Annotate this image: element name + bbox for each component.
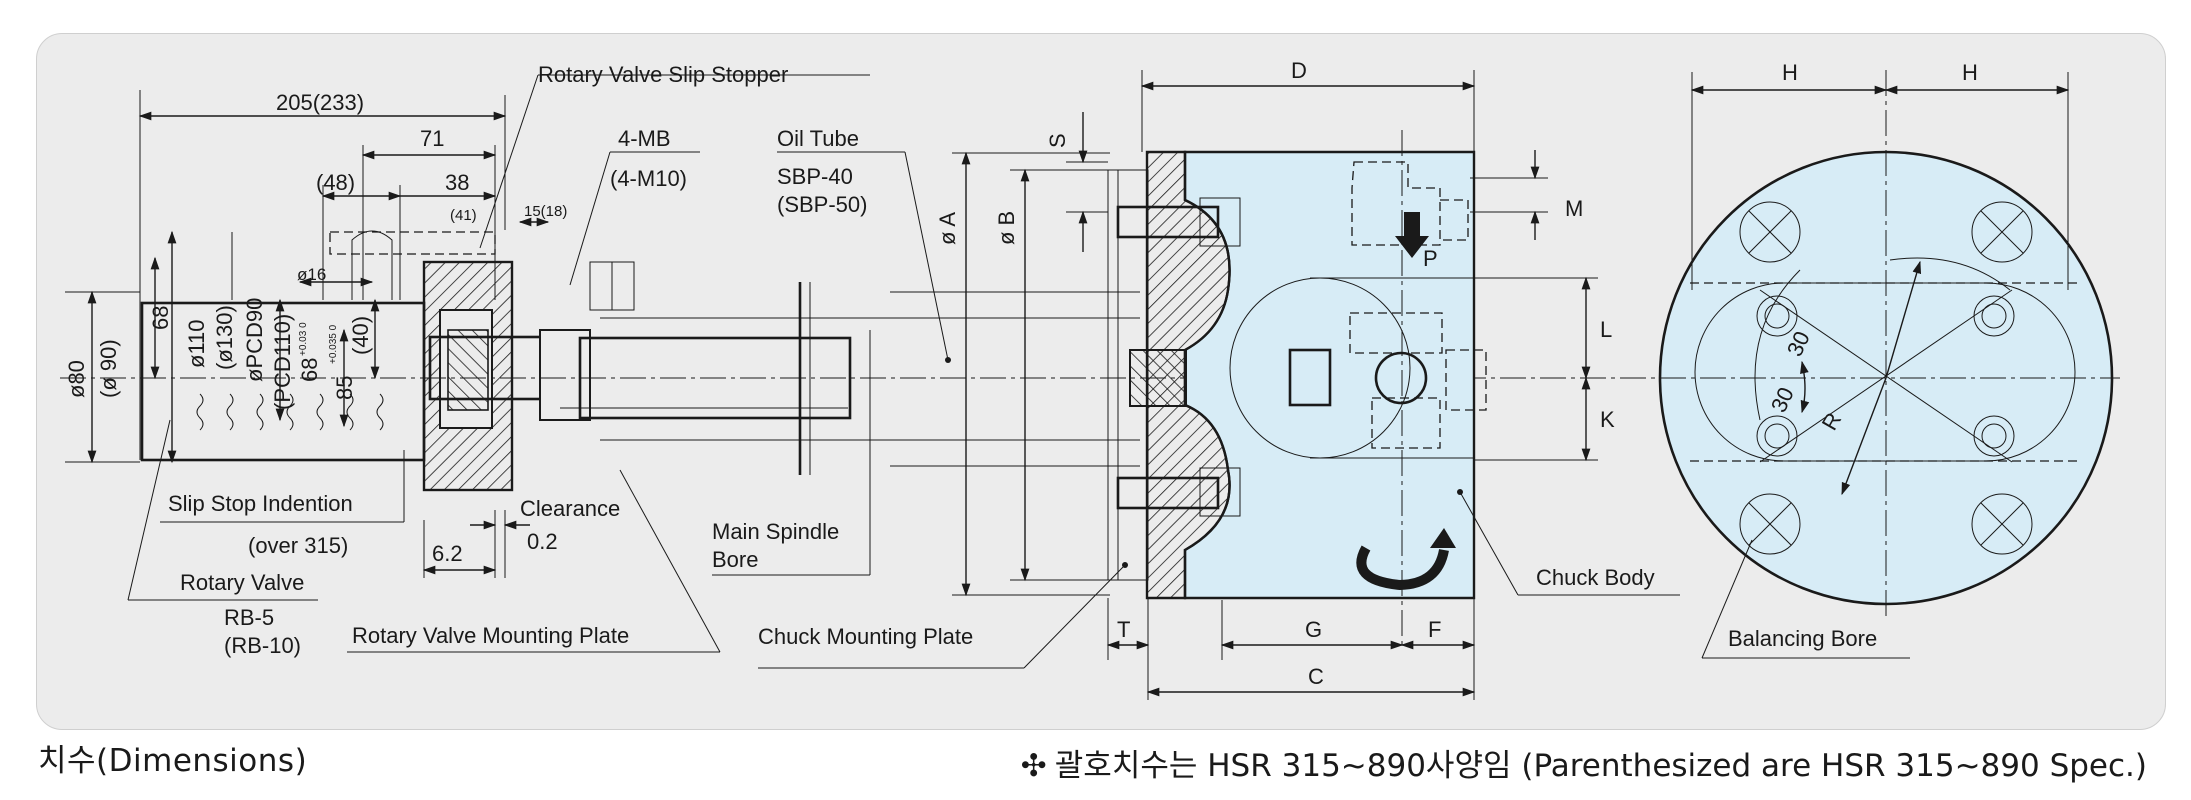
dim-38: 38 <box>445 170 469 195</box>
dim-48: (48) <box>316 170 355 195</box>
dim-P: P <box>1423 246 1438 271</box>
label-sbp-40: SBP-40 <box>777 164 853 189</box>
dim-C: C <box>1308 664 1324 689</box>
label-over-315: (over 315) <box>248 533 348 558</box>
chuck-front-view <box>1658 70 2120 659</box>
dim-71: 71 <box>420 126 444 151</box>
label-main-spindle: Main Spindle <box>712 519 839 544</box>
dim-G: G <box>1305 617 1322 642</box>
note-mark-icon: ✣ <box>1020 748 1047 784</box>
dim-phi80: ø80 <box>64 360 89 398</box>
label-oil-tube: Oil Tube <box>777 126 859 151</box>
dim-68b: 68 <box>297 358 322 382</box>
label-rotary-valve-slip-stopper: Rotary Valve Slip Stopper <box>538 62 788 87</box>
dim-40: (40) <box>348 316 373 355</box>
dim-pcd110: (PCD110) <box>270 314 295 410</box>
dim-85: 85 <box>332 376 357 400</box>
chuck-section <box>1107 130 1487 650</box>
dim-205: 205(233) <box>276 90 364 115</box>
label-rb-5: RB-5 <box>224 605 274 630</box>
label-4-mb: 4-MB <box>618 126 671 151</box>
label-balancing-bore: Balancing Bore <box>1728 626 1877 651</box>
label-slip-stop-indention: Slip Stop Indention <box>168 491 353 516</box>
dim-S: S <box>1045 133 1070 148</box>
label-chuck-mounting-plate: Chuck Mounting Plate <box>758 624 973 649</box>
label-bore: Bore <box>712 547 758 572</box>
dim-D: D <box>1291 58 1307 83</box>
dim-M: M <box>1565 196 1583 221</box>
label-rotary-valve-mounting-plate: Rotary Valve Mounting Plate <box>352 623 629 648</box>
dim-T: T <box>1117 617 1130 642</box>
dim-68: 68 <box>148 306 173 330</box>
rotary-valve-dimensions <box>65 74 951 653</box>
dim-phi130: (ø130) <box>212 305 237 370</box>
dim-phiA: ø A <box>935 212 960 245</box>
dim-phiB: ø B <box>994 211 1019 245</box>
dim-pcd90: øPCD90 <box>242 298 267 382</box>
dim-K: K <box>1600 407 1615 432</box>
caption-dimensions: 치수(Dimensions) <box>38 743 308 779</box>
chuck-dimensions <box>758 70 1680 700</box>
dim-41: (41) <box>450 207 477 224</box>
dim-L: L <box>1600 317 1612 342</box>
label-sbp-50: (SBP-50) <box>777 192 867 217</box>
dim-H-left: H <box>1782 60 1798 85</box>
dim-H-right: H <box>1962 60 1978 85</box>
dim-15: 15(18) <box>524 203 567 220</box>
dim-phi110: ø110 <box>184 319 209 368</box>
caption-note-text: 괄호치수는 HSR 315~890사양임 (Parenthesized are … <box>1054 748 2147 784</box>
label-rb-10: (RB-10) <box>224 633 301 658</box>
caption-parenthesized-note: ✣괄호치수는 HSR 315~890사양임 (Parenthesized are… <box>1021 740 2147 785</box>
dim-0-2: 0.2 <box>527 529 558 554</box>
label-clearance: Clearance <box>520 496 620 521</box>
dim-phi16: ø16 <box>297 265 326 284</box>
dim-tol-85: +0.035 0 <box>328 324 339 364</box>
label-rotary-valve: Rotary Valve <box>180 570 304 595</box>
dim-phi90: (ø 90) <box>96 339 121 398</box>
balancing-bores <box>1739 201 2033 555</box>
label-chuck-body: Chuck Body <box>1536 565 1655 590</box>
dim-6-2: 6.2 <box>432 541 463 566</box>
dim-tol-68: +0.03 0 <box>298 322 309 356</box>
label-4-m10: (4-M10) <box>610 166 687 191</box>
dim-F: F <box>1428 617 1441 642</box>
